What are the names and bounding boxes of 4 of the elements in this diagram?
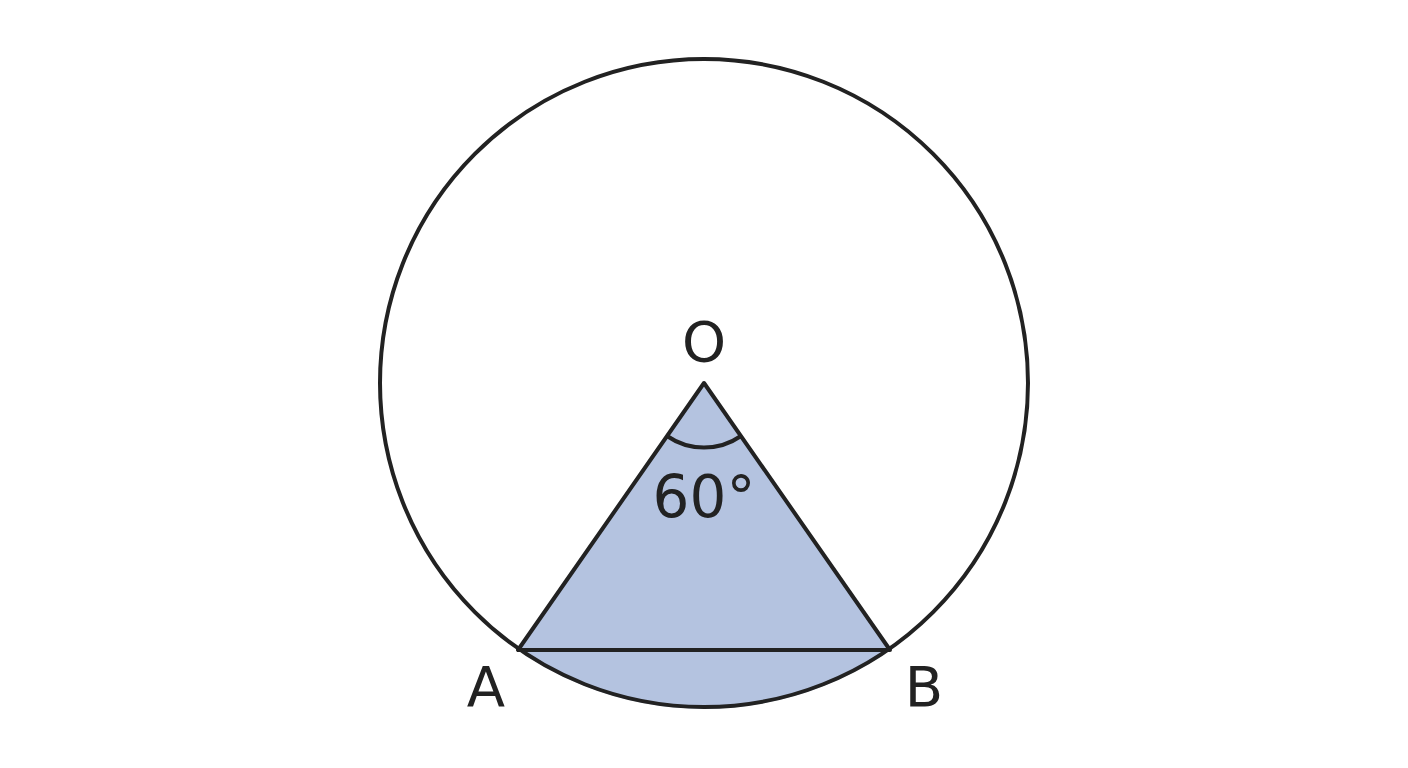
point-label: O xyxy=(681,314,727,370)
angle-label: 60° xyxy=(652,468,756,526)
point-label: A xyxy=(466,659,506,715)
point-label: B xyxy=(904,659,944,715)
